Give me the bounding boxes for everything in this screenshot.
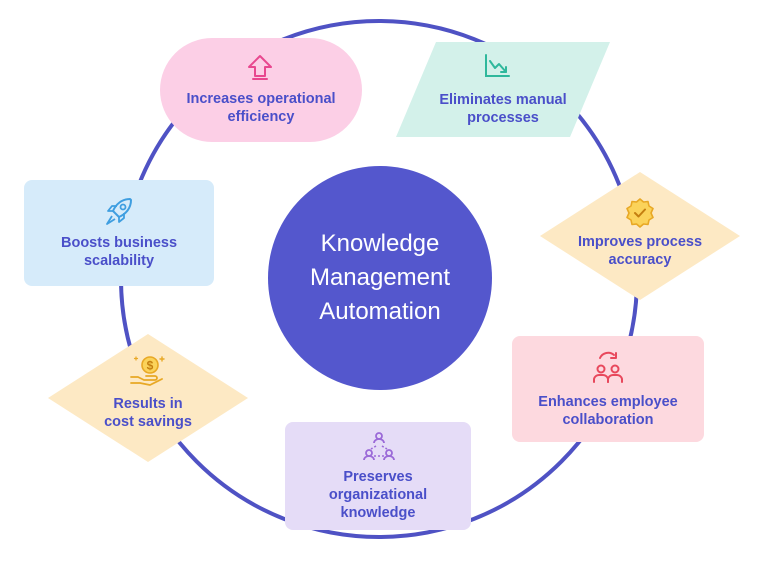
badge-check-icon (626, 198, 654, 228)
center-title-line3: Automation (319, 298, 441, 325)
node-efficiency-label: Increases operational efficiency (160, 88, 362, 128)
people-exchange-icon (593, 351, 623, 383)
node-manual-line2: processes (467, 110, 539, 126)
node-efficiency-line1: Increases operational (186, 91, 336, 107)
node-scalability-line1: Boosts business (60, 235, 178, 251)
node-scalability-shape (24, 180, 214, 286)
network-people-icon (363, 432, 395, 461)
node-efficiency-line2: efficiency (227, 109, 295, 125)
node-manual-label: Eliminates manual processes (406, 89, 600, 129)
node-knowledge-line1: Preserves (343, 469, 413, 485)
node-savings-line1: Results in (113, 396, 183, 412)
node-scalability-label: Boosts business scalability (24, 232, 214, 272)
arrow-up-icon (248, 55, 272, 80)
node-knowledge-label: Preserves organizational knowledge (285, 466, 471, 524)
node-knowledge-line3: knowledge (340, 505, 416, 521)
node-savings-label: Results in cost savings (68, 393, 228, 433)
node-knowledge-line2: organizational (328, 487, 428, 503)
svg-text:$: $ (147, 359, 154, 373)
center-circle (268, 166, 492, 390)
node-manual-line1: Eliminates manual (439, 92, 567, 108)
node-accuracy-line2: accuracy (608, 252, 672, 268)
declining-chart-icon (485, 54, 510, 77)
node-efficiency-shape (160, 38, 362, 142)
center-title-line2: Management (309, 264, 451, 291)
node-collaboration-label: Enhances employee collaboration (512, 391, 704, 431)
node-collaboration-line2: collaboration (562, 412, 654, 428)
node-accuracy-line1: Improves process (577, 234, 703, 250)
node-manual-shape (396, 42, 610, 137)
node-knowledge-shape (285, 422, 471, 530)
node-accuracy-shape (540, 172, 740, 300)
center-title-line1: Knowledge (320, 230, 440, 257)
node-collaboration-line1: Enhances employee (538, 394, 678, 410)
center-title: Knowledge Management Automation (268, 166, 492, 390)
node-collaboration-shape (512, 336, 704, 442)
node-savings-line2: cost savings (104, 414, 192, 430)
node-accuracy-label: Improves process accuracy (560, 231, 720, 271)
hand-coin-icon: $ (130, 356, 165, 386)
node-scalability-line2: scalability (83, 253, 155, 269)
rocket-icon (106, 198, 132, 225)
node-savings-shape (48, 334, 248, 462)
